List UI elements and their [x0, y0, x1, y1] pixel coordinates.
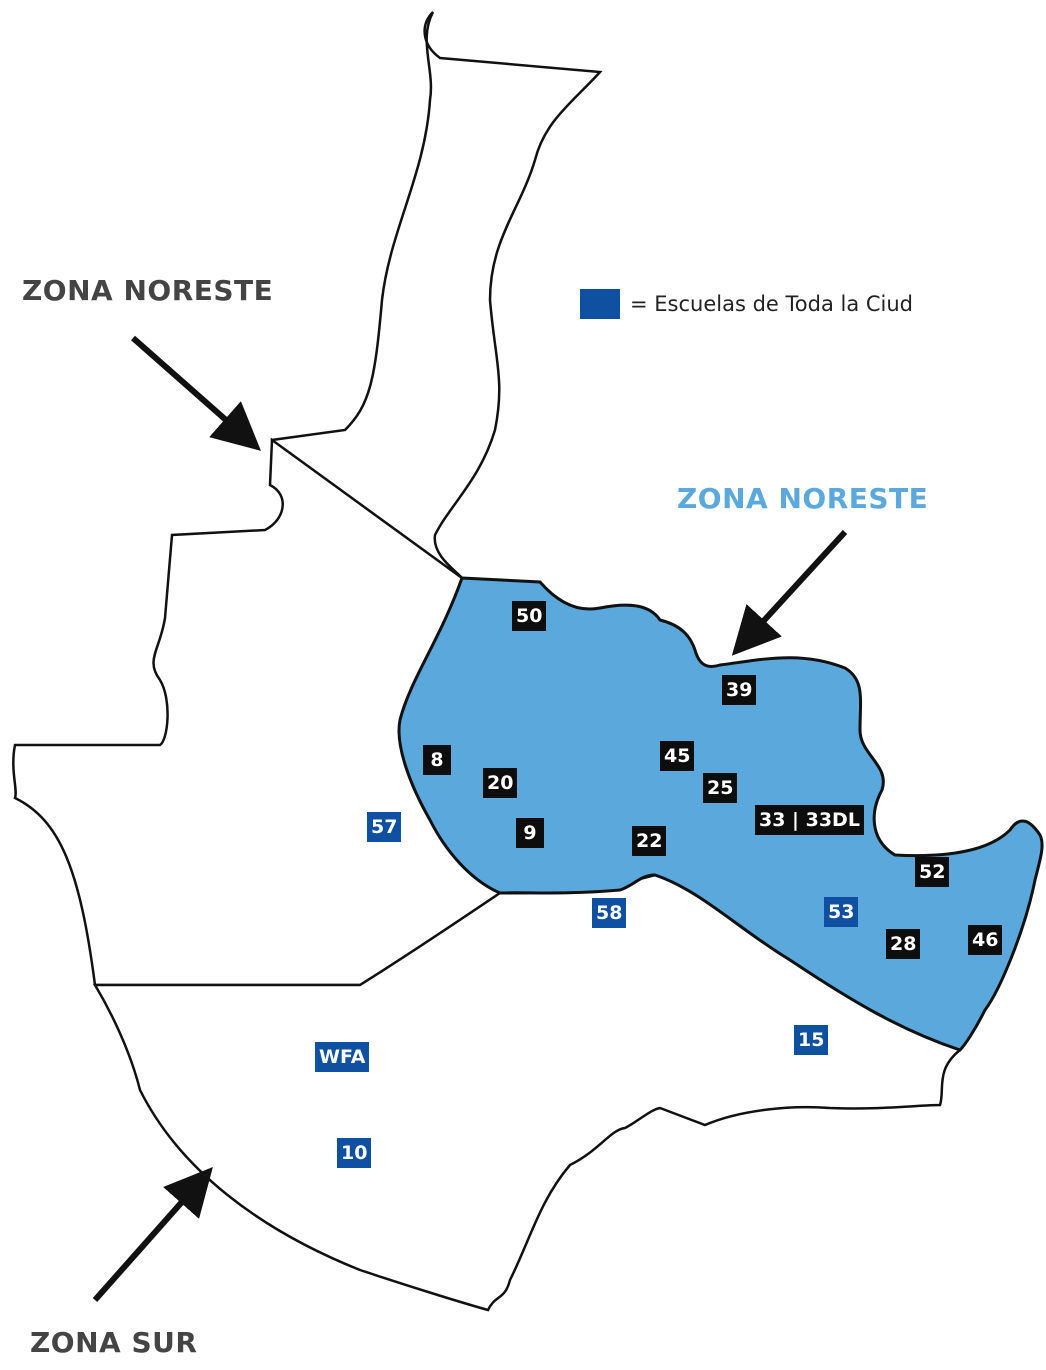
- school-39: 39: [722, 675, 757, 705]
- school-20: 20: [483, 768, 518, 798]
- legend: = Escuelas de Toda la Ciud: [580, 289, 913, 319]
- district-outline: [270, 11, 603, 580]
- school-8: 8: [423, 745, 451, 775]
- zone-label-bottom: ZONA SUR: [30, 1326, 198, 1359]
- arrow-top-left: [131, 335, 262, 451]
- school-50: 50: [512, 601, 547, 631]
- school-22: 22: [632, 826, 667, 856]
- school-25: 25: [703, 773, 738, 803]
- citywide-school-15: 15: [794, 1025, 829, 1055]
- citywide-school-57: 57: [367, 812, 402, 842]
- school-9: 9: [516, 818, 544, 848]
- citywide-school-58: 58: [592, 898, 627, 928]
- school-28: 28: [886, 929, 921, 959]
- zone-label-top-left: ZONA NORESTE: [22, 274, 274, 307]
- citywide-school-53: 53: [824, 897, 859, 927]
- school-45: 45: [660, 741, 695, 771]
- arrow-right: [731, 529, 848, 656]
- school-52: 52: [915, 857, 950, 887]
- arrow-bottom-left: [92, 1167, 213, 1302]
- legend-text: = Escuelas de Toda la Ciud: [630, 292, 913, 316]
- zone-label-right: ZONA NORESTE: [677, 482, 929, 515]
- northeast-zone: [397, 576, 1044, 1052]
- school-33-33dl: 33 | 33DL: [755, 805, 864, 835]
- citywide-school-wfa: WFA: [315, 1042, 370, 1072]
- school-46: 46: [968, 925, 1003, 955]
- legend-swatch: [580, 289, 620, 319]
- citywide-school-10: 10: [337, 1138, 372, 1168]
